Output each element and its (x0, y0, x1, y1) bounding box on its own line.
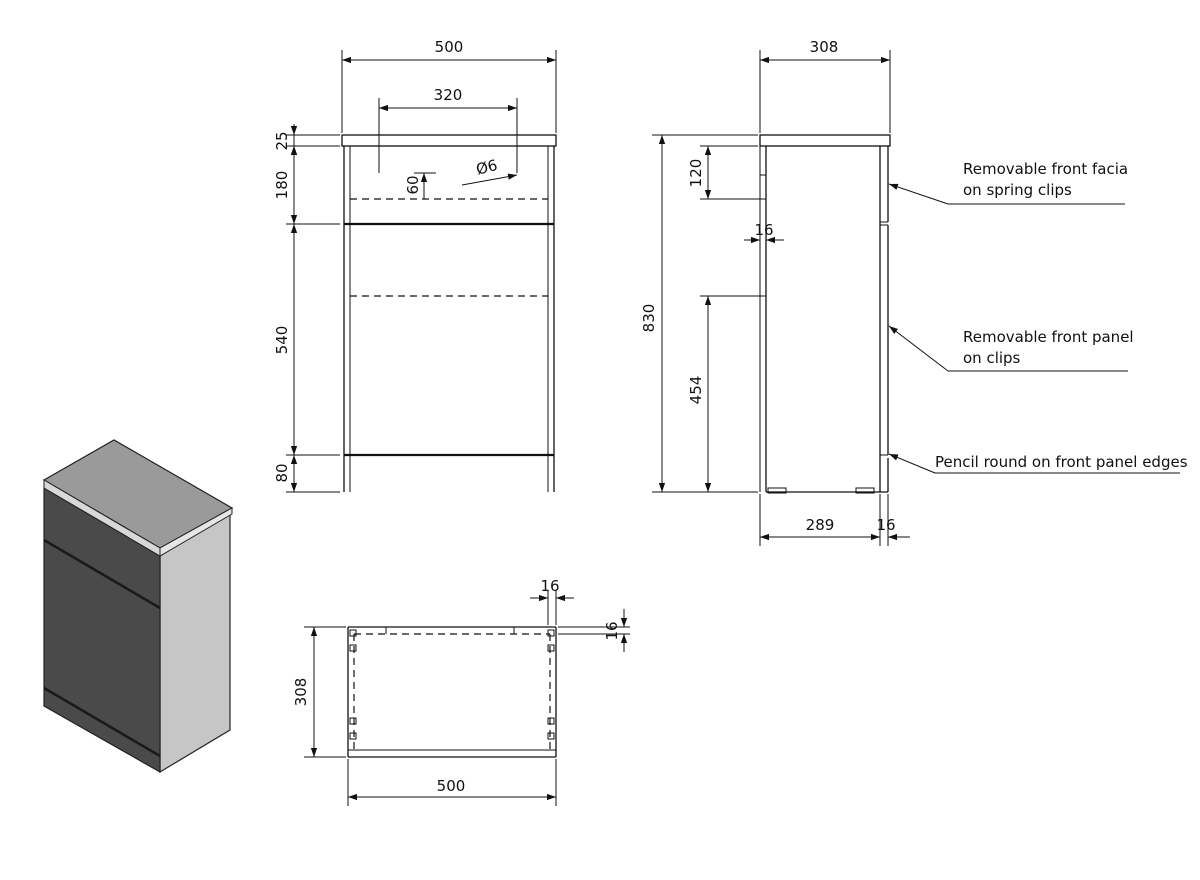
note-panel-line1: Removable front panel (963, 328, 1134, 346)
note-edges: Pencil round on front panel edges (888, 453, 1188, 474)
panel-thickness-label: 16 (876, 516, 895, 534)
plan-back-thickness-label: 16 (603, 621, 621, 640)
plinth-height-label: 80 (273, 463, 291, 482)
door-height-label: 540 (273, 326, 291, 355)
top-thickness-label: 25 (273, 131, 291, 150)
plan-view: 308 500 16 16 (292, 577, 630, 806)
plan-view-outline (347, 626, 557, 758)
front-view-outline (341, 134, 557, 492)
note-facia-line1: Removable front facia (963, 160, 1128, 178)
note-facia-line2: on spring clips (963, 181, 1072, 199)
plan-depth-dimension: 308 (292, 626, 346, 758)
front-width-dimension: 500 (341, 38, 557, 133)
hole-diameter-label: Ø6 (474, 156, 499, 179)
side-depth-dimension: 308 (759, 38, 891, 133)
hole-diameter-callout: Ø6 (461, 156, 518, 186)
side-depth-label: 308 (810, 38, 839, 56)
unit-side-face (159, 510, 231, 774)
total-height-label: 830 (640, 304, 658, 333)
pan-width-dimension: 320 (378, 86, 518, 173)
inlet-height-dimension: 454 (687, 295, 766, 492)
pan-width-label: 320 (434, 86, 463, 104)
side-facia-dimension: 120 (687, 145, 766, 200)
note-edges-line1: Pencil round on front panel edges (935, 453, 1188, 471)
side-view: 308 120 16 830 454 (640, 38, 1188, 546)
plan-side-thickness-dimension: 16 (530, 577, 574, 625)
unit-3d-illustration (42, 439, 234, 774)
plan-back-thickness-dimension: 16 (558, 609, 630, 652)
front-view: 500 320 Ø6 60 (273, 38, 557, 493)
plan-width-dimension: 500 (347, 759, 557, 806)
side-facia-label: 120 (687, 159, 705, 188)
unit-plinth-line (43, 686, 161, 758)
front-view-hidden-lines (350, 198, 548, 297)
body-depth-label: 289 (806, 516, 835, 534)
side-bottom-dimensions: 289 16 (759, 494, 910, 546)
side-gap-label: 16 (754, 221, 773, 239)
side-gap-dimension: 16 (744, 221, 784, 244)
facia-height-label: 180 (273, 171, 291, 200)
note-panel: Removable front panel on clips (888, 325, 1134, 372)
total-height-dimension: 830 (640, 134, 758, 493)
note-facia: Removable front facia on spring clips (888, 160, 1128, 205)
plan-side-thickness-label: 16 (540, 577, 559, 595)
front-height-chain: 25 180 540 80 (273, 124, 340, 493)
hole-offset-dimension: 60 (404, 172, 436, 199)
front-width-label: 500 (435, 38, 464, 56)
plan-depth-label: 308 (292, 678, 310, 707)
unit-top-edge-side (159, 507, 233, 557)
note-panel-line2: on clips (963, 349, 1021, 367)
inlet-height-label: 454 (687, 376, 705, 405)
hole-offset-label: 60 (404, 175, 422, 194)
unit-facia-line (43, 538, 161, 610)
side-view-outline (759, 134, 891, 494)
plan-width-label: 500 (437, 777, 466, 795)
